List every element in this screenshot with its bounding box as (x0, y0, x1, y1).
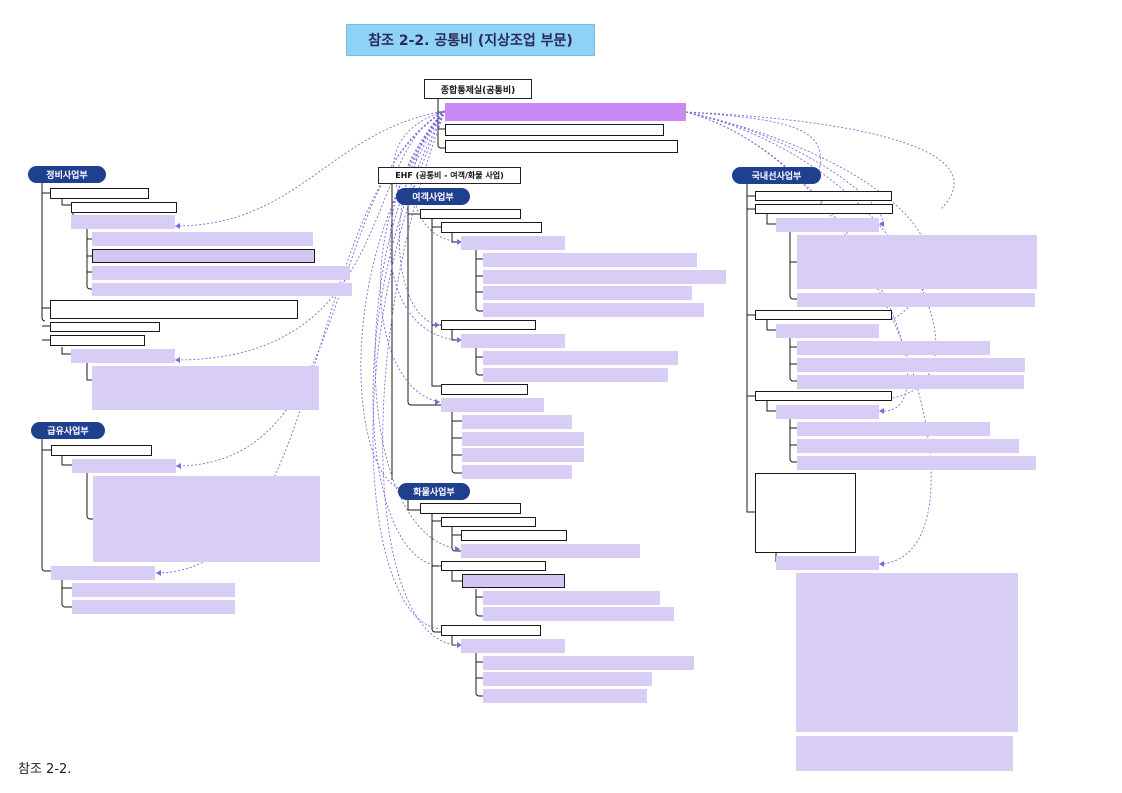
hq-highlight-node (445, 103, 686, 121)
maintenance-node (92, 266, 350, 280)
passenger-node (441, 320, 536, 330)
maintenance-node (50, 188, 149, 199)
passenger-node (483, 286, 692, 300)
domestic-node (755, 204, 893, 214)
hq-node: 종합통제실(공통비) (424, 79, 532, 99)
domestic-node (797, 439, 1019, 453)
cargo-node (441, 517, 536, 527)
department-maintenance: 정비사업부 (28, 166, 106, 183)
fueling-node (51, 566, 155, 580)
passenger-node (441, 398, 544, 412)
passenger-node (462, 432, 584, 446)
maintenance-node (71, 215, 175, 229)
passenger-node (483, 368, 668, 382)
maintenance-node (50, 335, 145, 346)
domestic-node (755, 391, 892, 401)
department-passenger: 여객사업부 (396, 188, 470, 205)
domestic-node (797, 422, 990, 436)
passenger-node (461, 334, 565, 348)
fueling-node (72, 583, 235, 597)
domestic-node (776, 324, 879, 338)
fueling-node (51, 445, 152, 456)
fueling-node (93, 476, 320, 562)
cargo-node (461, 544, 640, 558)
maintenance-node (92, 232, 313, 246)
cargo-node (441, 561, 546, 571)
cargo-node (483, 672, 652, 686)
maintenance-node (50, 322, 160, 332)
domestic-node (797, 293, 1035, 307)
department-cargo: 화물사업부 (398, 483, 470, 500)
page-title: 참조 2-2. 공통비 (지상조업 부문) (346, 24, 595, 56)
domestic-node (797, 235, 1037, 289)
cargo-node (483, 656, 694, 670)
passenger-node (483, 303, 704, 317)
cargo-node (483, 689, 647, 703)
cargo-node (461, 639, 565, 653)
passenger-node (483, 351, 678, 365)
cargo-node (483, 591, 660, 605)
passenger-node (483, 253, 697, 267)
domestic-node (776, 556, 879, 570)
domestic-node (797, 341, 990, 355)
ehf-node: EHF (공통비 - 여객/화물 사업) (378, 167, 521, 184)
cargo-node (420, 503, 521, 514)
domestic-node (776, 218, 879, 232)
passenger-node (462, 465, 572, 479)
passenger-node (462, 448, 584, 462)
fueling-node (72, 600, 235, 614)
department-domestic: 국내선사업부 (732, 167, 821, 184)
domestic-node (755, 473, 856, 553)
figure-caption: 참조 2-2. (18, 762, 72, 777)
passenger-node (461, 236, 565, 250)
domestic-node (796, 736, 1013, 771)
cargo-node (441, 625, 541, 636)
tree-line (437, 99, 445, 149)
maintenance-node (50, 300, 298, 319)
domestic-node (797, 375, 1024, 389)
maintenance-node (92, 366, 319, 410)
hq-child-node (445, 124, 664, 136)
domestic-node (755, 310, 892, 320)
passenger-node (483, 270, 726, 284)
domestic-node (776, 405, 879, 419)
domestic-node (755, 191, 892, 201)
passenger-node (420, 209, 521, 219)
maintenance-node (71, 349, 175, 363)
department-fueling: 급유사업부 (31, 422, 105, 439)
passenger-node (441, 384, 528, 395)
passenger-node (462, 415, 572, 429)
fueling-node (72, 459, 176, 473)
hq-child-node (445, 140, 678, 153)
maintenance-node (92, 283, 352, 296)
cargo-node (483, 607, 674, 621)
domestic-node (797, 358, 1025, 372)
domestic-node (797, 456, 1036, 470)
maintenance-node (92, 249, 315, 263)
passenger-node (441, 222, 542, 233)
cargo-node (462, 574, 565, 588)
domestic-node (796, 573, 1018, 732)
maintenance-node (71, 202, 177, 213)
cargo-node (461, 530, 567, 541)
